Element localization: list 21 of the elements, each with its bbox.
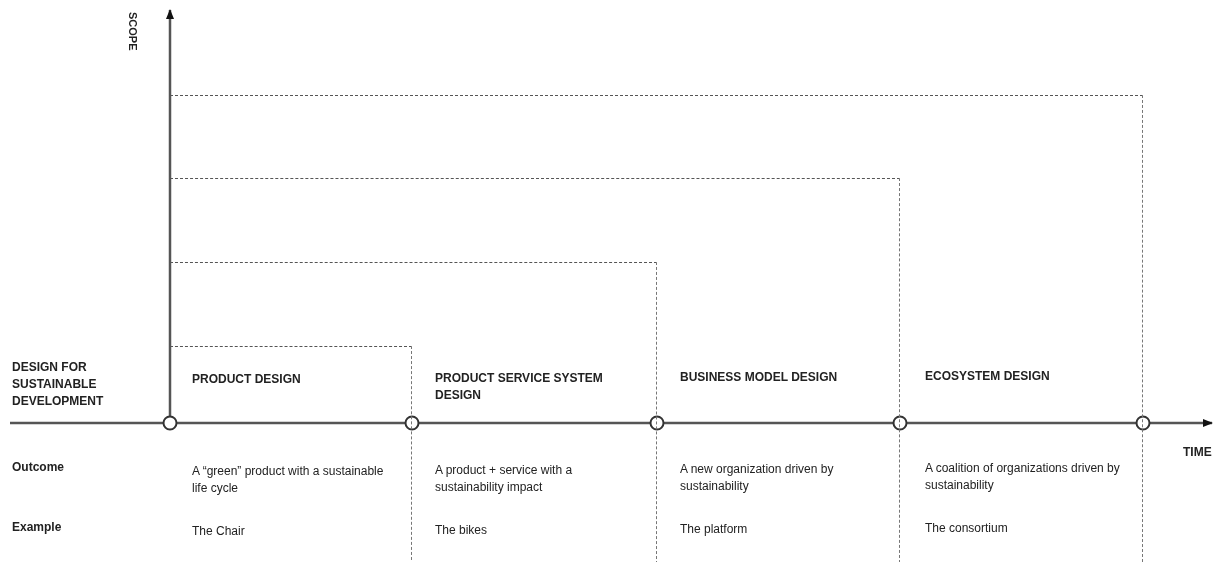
dashed-frame	[170, 95, 1143, 562]
row-label: Example	[12, 519, 62, 536]
row-label: Outcome	[12, 459, 64, 476]
example-text: The Chair	[192, 523, 246, 540]
axis-label: TIME	[1183, 444, 1212, 461]
example-text: The bikes	[435, 522, 489, 539]
example-text: The platform	[680, 521, 749, 538]
dashed-frame	[170, 346, 412, 562]
outcome-text: A “green” product with a sustainable life cycle	[192, 463, 385, 497]
outcome-text: A new organization driven by sustainability	[680, 461, 835, 495]
axis-label: SCOPE	[126, 12, 140, 51]
stage-heading: PRODUCT SERVICE SYSTEM DESIGN	[435, 370, 604, 404]
stage-heading: ECOSYSTEM DESIGN	[925, 368, 1051, 385]
outcome-text: A product + service with a sustainability impact	[435, 462, 574, 496]
example-text: The consortium	[925, 520, 1009, 537]
outcome-text: A coalition of organizations driven by sustainability	[925, 460, 1121, 494]
row-heading: DESIGN FOR SUSTAINABLE DEVELOPMENT	[12, 359, 105, 410]
stage-heading: BUSINESS MODEL DESIGN	[680, 369, 839, 386]
stage-heading: PRODUCT DESIGN	[192, 371, 302, 388]
dashed-frame	[170, 178, 900, 562]
dashed-frame	[170, 262, 657, 562]
